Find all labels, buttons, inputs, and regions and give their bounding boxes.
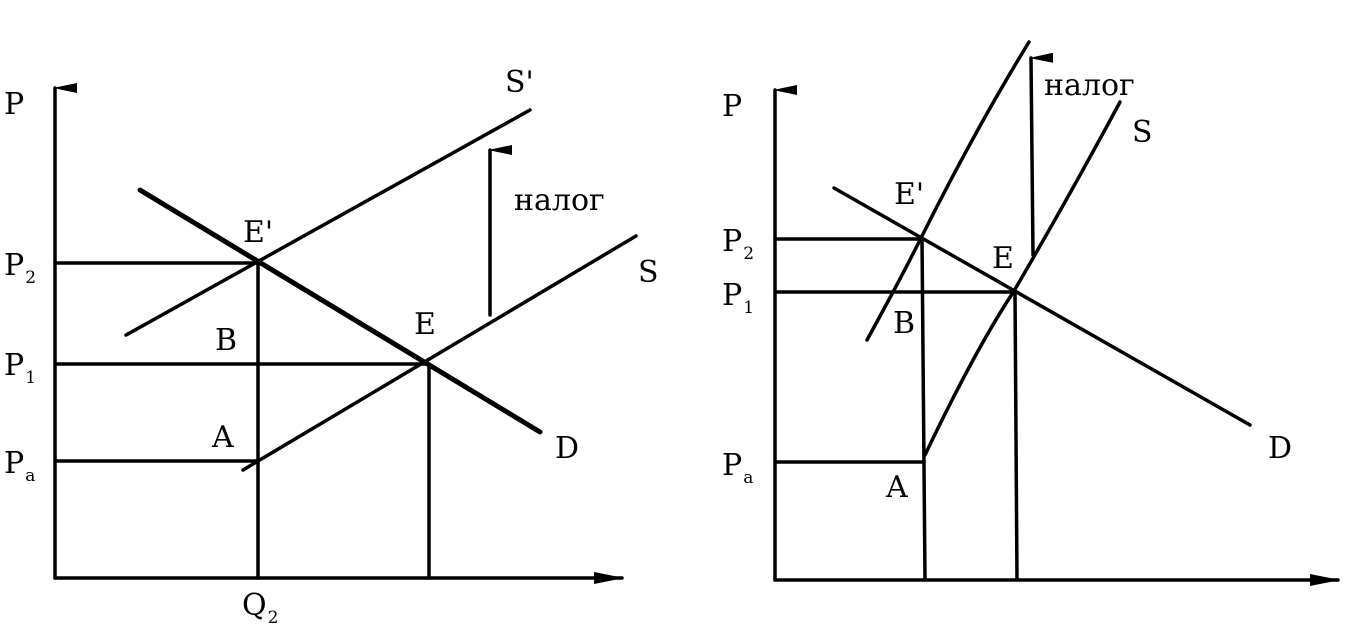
q2-guide	[920, 237, 927, 582]
p1-label: P1	[722, 278, 754, 318]
p2-label: P2	[4, 248, 36, 288]
q1-guide	[1013, 290, 1019, 582]
e-label: E	[992, 241, 1014, 276]
supply-curve-shifted	[865, 40, 1031, 342]
right-chart: P налог S E' P2 E P1 B Pa A D	[722, 40, 1340, 586]
supply-curve	[241, 234, 638, 472]
axis-p-label: P	[722, 89, 742, 124]
d-label: D	[1268, 431, 1292, 466]
d-label: D	[555, 431, 579, 466]
p2-label: P2	[722, 224, 754, 264]
e-prime-label: E'	[243, 215, 273, 250]
axis-p-label: P	[4, 87, 24, 122]
tax-arrow	[1029, 52, 1054, 257]
supply-curve-shifted	[124, 108, 532, 337]
a-label: A	[885, 470, 908, 505]
e-label: E	[414, 307, 436, 342]
demand-curve	[137, 187, 543, 435]
e-prime-label: E'	[894, 177, 924, 212]
tax-label: налог	[1044, 68, 1135, 103]
s-label: S	[638, 255, 659, 290]
q2-label: Q2	[242, 588, 278, 628]
pa-label: Pa	[722, 448, 753, 488]
demand-curve	[832, 186, 1252, 427]
s-label: S	[1132, 115, 1153, 150]
tax-label: налог	[514, 183, 605, 218]
s-prime-label: S'	[505, 65, 534, 100]
pa-label: Pa	[4, 446, 35, 486]
b-label: B	[215, 323, 237, 358]
b-label: B	[893, 306, 915, 341]
left-chart: P S' налог E' S P2 P1 Pa B E A D Q2	[4, 65, 659, 628]
a-label: A	[211, 420, 234, 455]
supply-curve	[923, 100, 1122, 457]
p1-label: P1	[4, 348, 36, 388]
